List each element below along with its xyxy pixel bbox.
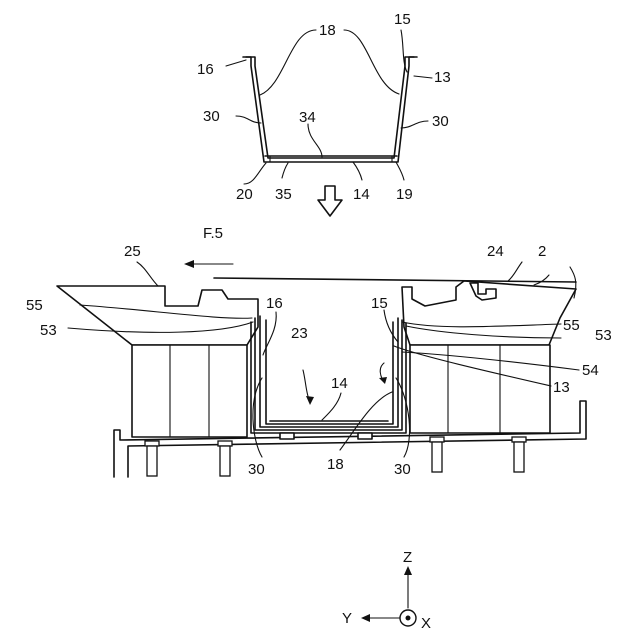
tray-component (243, 57, 417, 162)
label-30-top-left: 30 (203, 108, 220, 125)
label-54: 54 (582, 362, 599, 379)
label-53-right: 53 (595, 327, 612, 344)
label-34: 34 (299, 109, 316, 126)
label-18-bottom: 18 (327, 456, 344, 473)
arrow-23 (306, 396, 314, 405)
label-19: 19 (396, 186, 413, 203)
label-18-top: 18 (319, 22, 336, 39)
label-53-left: 53 (40, 322, 57, 339)
label-16-bottom: 16 (266, 295, 283, 312)
assembly-arrow (318, 186, 342, 216)
label-35: 35 (275, 186, 292, 203)
label-30-top-right: 30 (432, 113, 449, 130)
label-13-top: 13 (434, 69, 451, 86)
label-2: 2 (538, 243, 546, 260)
label-24: 24 (487, 243, 504, 260)
axis-z-label: Z (403, 549, 412, 566)
label-15-bottom: 15 (371, 295, 388, 312)
coordinate-axes: Z Y X (342, 549, 431, 632)
label-15-top: 15 (394, 11, 411, 28)
label-25: 25 (124, 243, 141, 260)
label-20: 20 (236, 186, 253, 203)
force-arrow: F.5 (184, 225, 233, 268)
panel-line (214, 278, 576, 282)
label-14-top: 14 (353, 186, 370, 203)
label-f5: F.5 (203, 225, 223, 242)
arrow-15-head (379, 377, 387, 384)
axis-y-label: Y (342, 610, 352, 627)
top-callouts: 18 15 16 13 30 30 34 20 35 14 19 (197, 11, 451, 203)
axis-x-label: X (421, 615, 431, 632)
left-block (57, 286, 258, 437)
label-55-left: 55 (26, 297, 43, 314)
label-13-bottom: 13 (553, 379, 570, 396)
label-16-top: 16 (197, 61, 214, 78)
label-55-right: 55 (563, 317, 580, 334)
label-14-bottom: 14 (331, 375, 348, 392)
right-block (402, 281, 576, 433)
label-30-bottom-left: 30 (248, 461, 265, 478)
label-23: 23 (291, 325, 308, 342)
installed-tray (251, 316, 406, 439)
label-30-bottom-right: 30 (394, 461, 411, 478)
